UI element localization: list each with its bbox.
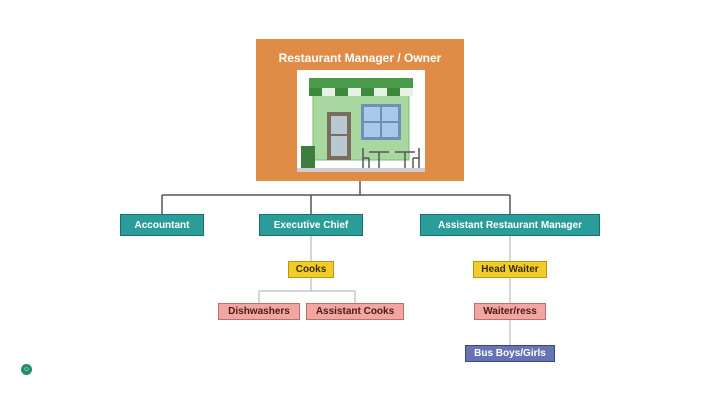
smiley-icon: ☺ — [21, 364, 32, 375]
node-head-waiter: Head Waiter — [473, 261, 547, 278]
storefront-icon — [297, 70, 425, 172]
node-executive-chief-label: Executive Chief — [273, 219, 349, 231]
node-cooks-label: Cooks — [295, 264, 327, 275]
node-dishwashers: Dishwashers — [218, 303, 300, 320]
root-node-manager-owner: Restaurant Manager / Owner — [256, 39, 464, 181]
node-bus-boys-girls: Bus Boys/Girls — [465, 345, 555, 362]
node-assistant-restaurant-manager: Assistant Restaurant Manager — [420, 214, 600, 236]
node-accountant: Accountant — [120, 214, 204, 236]
node-dishwashers-label: Dishwashers — [228, 306, 290, 317]
node-cooks: Cooks — [288, 261, 334, 278]
node-waiter-ress-label: Waiter/ress — [483, 306, 537, 317]
node-head-waiter-label: Head Waiter — [481, 264, 539, 275]
node-accountant-label: Accountant — [134, 219, 190, 231]
node-assistant-cooks: Assistant Cooks — [306, 303, 404, 320]
node-executive-chief: Executive Chief — [259, 214, 363, 236]
node-waiter-ress: Waiter/ress — [474, 303, 546, 320]
node-assistant-cooks-label: Assistant Cooks — [315, 306, 395, 317]
node-bus-boys-girls-label: Bus Boys/Girls — [474, 348, 546, 359]
root-node-label: Restaurant Manager / Owner — [278, 51, 442, 65]
node-assistant-restaurant-manager-label: Assistant Restaurant Manager — [438, 219, 582, 231]
